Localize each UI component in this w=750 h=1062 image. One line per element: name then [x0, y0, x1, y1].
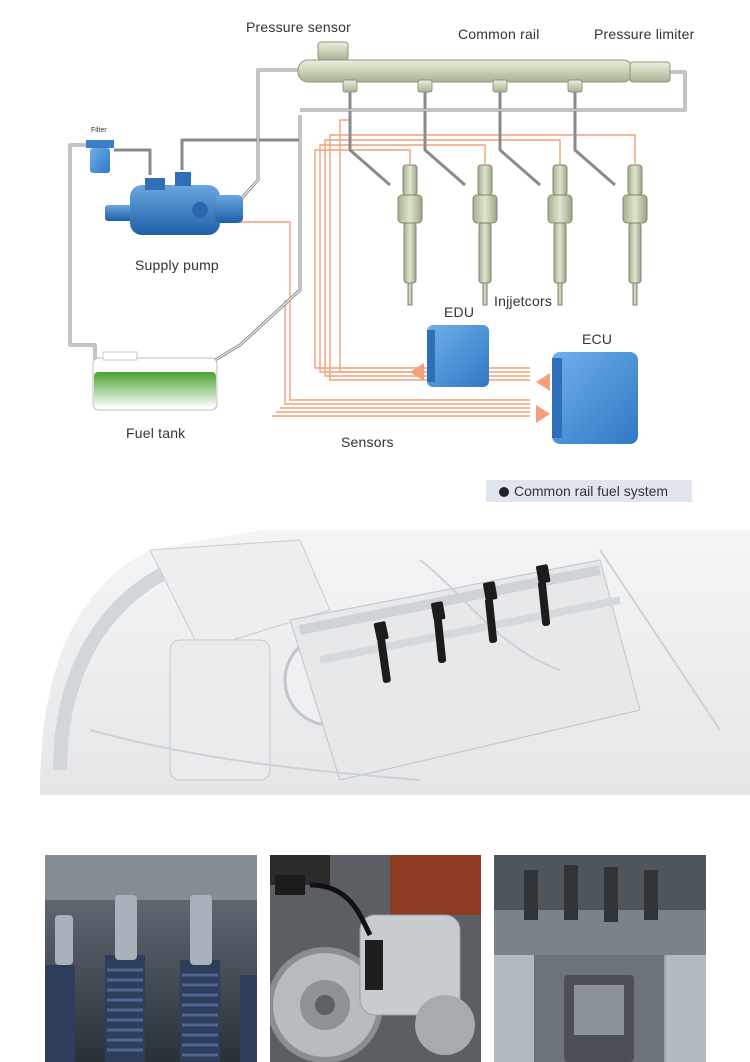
label-sensors: Sensors — [341, 434, 394, 450]
label-ecu: ECU — [582, 331, 613, 347]
engine-cutaway-photo — [494, 855, 706, 1062]
pressure-limiter — [629, 61, 671, 83]
fuel-tank — [92, 351, 218, 411]
fuel-system-diagram — [68, 41, 687, 444]
filter — [86, 140, 114, 173]
label-supply-pump: Supply pump — [135, 257, 219, 273]
ecu-arrow-in — [536, 373, 550, 391]
supply-pump — [105, 172, 243, 235]
valve-springs-photo — [45, 855, 257, 1062]
label-fuel-tank: Fuel tank — [126, 425, 186, 441]
injectors — [397, 164, 648, 306]
label-filter: Filter — [91, 127, 107, 134]
label-edu: EDU — [444, 304, 475, 320]
engine-bay-injectors-photo — [0, 530, 750, 795]
diagram-caption: Common rail fuel system — [486, 480, 692, 502]
ecu-arrow-out — [536, 405, 550, 423]
edu-module — [427, 325, 489, 387]
ecu-module — [552, 352, 638, 444]
bullet-icon — [499, 487, 509, 497]
pressure-sensor — [317, 41, 349, 61]
caption-text: Common rail fuel system — [514, 483, 669, 499]
fuel-pump-photo — [270, 855, 481, 1062]
edu-arrow — [410, 363, 424, 381]
sensor-wiring — [240, 119, 636, 417]
common-rail — [297, 59, 634, 83]
label-pressure-sensor: Pressure sensor — [246, 19, 351, 35]
label-injectors: Injjetcors — [494, 293, 553, 309]
label-common-rail: Common rail — [458, 26, 540, 42]
injector-icons — [373, 564, 551, 683]
label-pressure-limiter: Pressure limiter — [594, 26, 695, 42]
rail-outlets — [342, 79, 583, 93]
